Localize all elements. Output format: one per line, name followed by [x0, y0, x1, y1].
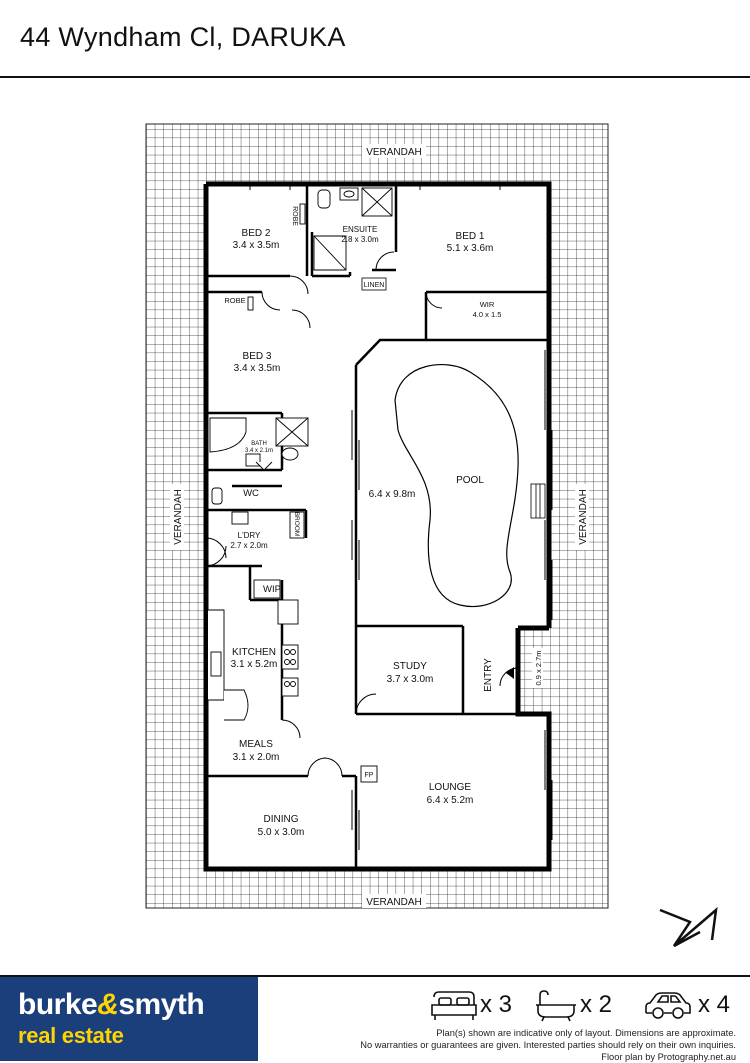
room-size: 2.8 x 3.0m	[341, 235, 379, 244]
wc-label: WC	[243, 488, 259, 499]
sliding-doors	[205, 184, 553, 850]
bedrooms-count: x 3	[480, 991, 513, 1018]
linen-cupboard	[361, 277, 387, 291]
room-name: BED 3	[243, 351, 272, 362]
room-size: 3.4 x 3.5m	[234, 363, 281, 374]
room-bed1: BED 1 5.1 x 3.6m	[447, 231, 494, 254]
svg-text:VERANDAH: VERANDAH	[173, 489, 184, 545]
header: 44 Wyndham Cl, DARUKA	[0, 0, 750, 78]
room-name: KITCHEN	[232, 647, 276, 658]
svg-text:ROBE: ROBE	[291, 206, 298, 226]
bathrooms-count: x 2	[580, 991, 613, 1018]
robe-label-bed2: ROBE	[291, 206, 298, 226]
floor-plan: VERANDAH VERANDAH VERANDAH VERANDAH ROBE…	[145, 123, 718, 948]
room-name: DINING	[264, 814, 299, 825]
logo-real-estate: real estate	[18, 1023, 124, 1048]
room-kitchen: KITCHEN 3.1 x 5.2m	[231, 647, 278, 670]
footer-divider	[0, 975, 750, 977]
room-ensuite: ENSUITE 2.8 x 3.0m	[341, 225, 379, 244]
room-name: LOUNGE	[429, 782, 472, 793]
room-bed2: BED 2 3.4 x 3.5m	[233, 228, 280, 251]
room-name: L'DRY	[238, 531, 261, 540]
north-arrow-icon	[659, 906, 718, 948]
bathrooms-feature: x 2	[534, 985, 634, 1025]
room-lounge: LOUNGE 6.4 x 5.2m	[427, 782, 474, 806]
room-name: WIR	[480, 300, 495, 309]
kitchen-fixtures	[208, 511, 378, 783]
parking-count: x 4	[698, 991, 731, 1018]
bedrooms-feature: x 3	[430, 985, 530, 1025]
entry-arrow-icon	[506, 667, 514, 679]
room-name: ENSUITE	[343, 225, 378, 234]
room-dining: DINING 5.0 x 3.0m	[258, 814, 305, 838]
pool-name-label: POOL	[456, 475, 484, 486]
room-size: 2.7 x 2.0m	[230, 541, 268, 550]
room-size: 4.0 x 1.5	[473, 310, 502, 319]
robe-label-bed3: ROBE	[224, 296, 245, 305]
room-bath: BATH 3.4 x 2.1m	[245, 441, 273, 454]
room-size: 3.4 x 2.1m	[245, 448, 273, 454]
bed-icon	[431, 991, 477, 1020]
broom-label: BROOM	[293, 512, 300, 537]
disclaimer-line-2: No warranties or guarantees are given. I…	[360, 1040, 736, 1050]
room-name: BED 1	[456, 231, 485, 242]
logo-smyth: smyth	[118, 988, 205, 1021]
disclaimer-line-3: Floor plan by Protography.net.au	[601, 1052, 736, 1062]
verandah-top-bg	[362, 144, 426, 158]
svg-text:0.9 x 2.7m: 0.9 x 2.7m	[534, 650, 543, 685]
room-bed3: BED 3 3.4 x 3.5m	[234, 351, 281, 374]
bath-fixtures	[209, 417, 309, 505]
disclaimer: Plan(s) shown are indicative only of lay…	[316, 1027, 736, 1063]
pool-outline	[394, 364, 519, 607]
room-size: 6.4 x 5.2m	[427, 795, 474, 806]
pool-steps	[530, 483, 546, 519]
wip-label: WIP	[263, 584, 281, 595]
bath-icon	[536, 990, 576, 1022]
verandah-label-right: VERANDAH	[575, 484, 589, 550]
room-name: BED 2	[242, 228, 271, 239]
exterior-walls	[203, 181, 552, 872]
room-size: 5.1 x 3.6m	[447, 243, 494, 254]
porch-size-label: 0.9 x 2.7m	[532, 648, 543, 688]
room-name: STUDY	[393, 661, 427, 672]
pool-size-label: 6.4 x 9.8m	[369, 489, 416, 500]
room-size: 3.1 x 5.2m	[231, 659, 278, 670]
parking-feature: x 4	[642, 985, 742, 1025]
doors	[205, 251, 519, 777]
agency-logo: burke&smyth real estate	[0, 977, 258, 1061]
verandah-label-bottom: VERANDAH	[366, 897, 422, 908]
room-wir: WIR 4.0 x 1.5	[473, 300, 502, 319]
room-size: 3.7 x 3.0m	[387, 674, 434, 685]
verandah-label-left: VERANDAH	[170, 484, 184, 550]
room-name: MEALS	[239, 739, 273, 750]
entry-label: ENTRY	[483, 658, 494, 692]
disclaimer-line-1: Plan(s) shown are indicative only of lay…	[436, 1028, 736, 1038]
header-divider	[0, 76, 750, 78]
logo-ampersand: &	[97, 988, 119, 1021]
linen-label: LINEN	[364, 282, 385, 289]
room-meals: MEALS 3.1 x 2.0m	[233, 739, 280, 763]
fireplace-label: FP	[365, 772, 374, 779]
verandah-label-top: VERANDAH	[366, 147, 422, 158]
svg-text:ENTRY: ENTRY	[483, 658, 494, 692]
room-size: 5.0 x 3.0m	[258, 827, 305, 838]
logo-burke: burke	[18, 988, 98, 1021]
fireplace	[360, 765, 378, 783]
room-size: 3.1 x 2.0m	[233, 752, 280, 763]
car-icon	[645, 992, 691, 1019]
room-laundry: L'DRY 2.7 x 2.0m	[230, 531, 268, 550]
svg-text:BROOM: BROOM	[293, 512, 300, 537]
feature-icons: x 3 x 2	[430, 985, 740, 1025]
room-size: 3.4 x 3.5m	[233, 240, 280, 251]
verandah-bottom-bg	[362, 894, 426, 908]
svg-text:VERANDAH: VERANDAH	[578, 489, 589, 545]
footer: burke&smyth real estate x 3	[0, 975, 750, 1063]
room-name: BATH	[251, 441, 267, 447]
ensuite-fixtures	[247, 187, 393, 311]
room-study: STUDY 3.7 x 3.0m	[387, 661, 434, 685]
property-address-title: 44 Wyndham Cl, DARUKA	[20, 22, 346, 52]
